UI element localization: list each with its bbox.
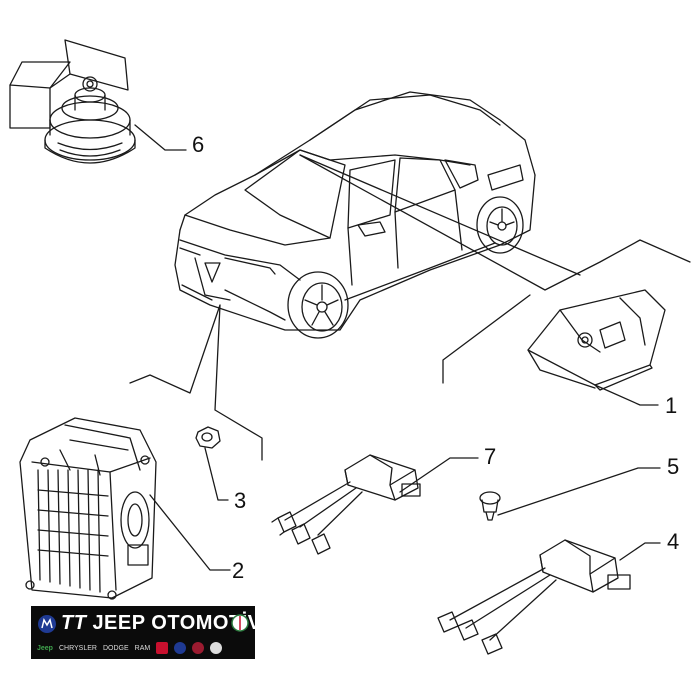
fiat-logo-red-icon [192,642,205,654]
ecu-part [19,417,157,600]
callout-1: 1 [665,393,677,418]
mopar-logo-icon [38,615,56,633]
car-illustration [174,91,536,339]
dodge-logo: DODGE [102,644,129,652]
leader-7 [399,457,479,493]
clip-part [479,491,501,521]
nut-part [195,426,221,449]
callout-4: 4 [667,529,679,554]
callout-2: 2 [232,558,244,583]
control-module-part [527,289,666,391]
jeep-logo: Jeep [37,644,53,652]
leader-2 [149,494,231,571]
leader-4 [619,542,661,561]
leader-6 [134,124,187,151]
callout-5: 5 [667,454,679,479]
sensor-harness-4 [437,539,631,655]
leader-5 [497,467,661,516]
leader-3 [204,447,229,501]
leader-1 [594,384,659,406]
brand-prefix: TT [61,612,87,634]
brand-name: JEEP OTOMOTİV [92,612,262,634]
bracket-module-2 [299,154,581,276]
bracket-module [299,154,691,384]
callout-3: 3 [234,488,246,513]
horn-part [9,39,136,164]
callout-7: 7 [484,444,496,469]
ram-badge-icon [156,642,169,654]
alfa-romeo-logo-icon [231,614,249,632]
sensor-harness-7 [271,454,421,555]
fiat-logo-icon [174,642,187,654]
bracket-front [129,304,263,461]
brand-logos-row: Jeep CHRYSLER DODGE RAM [37,640,249,656]
chrysler-logo: CHRYSLER [58,644,97,652]
callout-6: 6 [192,132,204,157]
ram-logo: RAM [134,644,151,652]
abarth-logo-icon [210,642,223,654]
